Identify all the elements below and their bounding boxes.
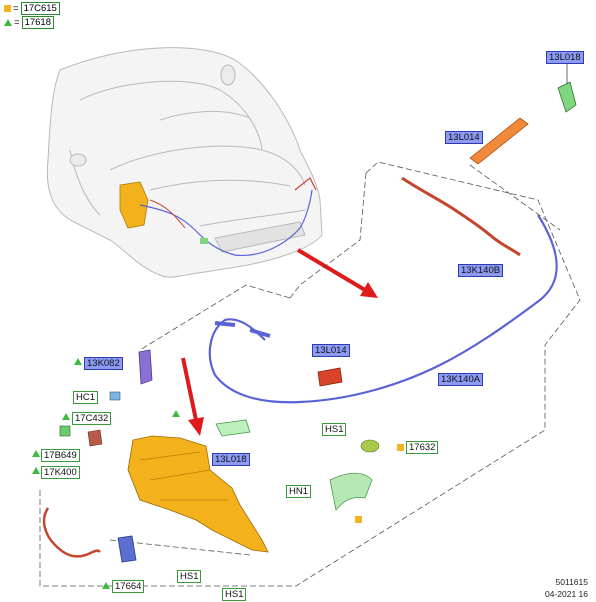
label-13L018-top: 13L018 — [546, 51, 584, 64]
sensor-17C432 — [59, 425, 103, 447]
triangle-marker-icon — [172, 410, 180, 417]
document-id: 5011615 — [555, 577, 588, 587]
label-HS1-right: HS1 — [322, 423, 347, 436]
callout-arrows — [181, 248, 378, 436]
label-17B649: 17B649 — [41, 449, 80, 462]
document-date: 04-2021 16 — [544, 589, 588, 599]
label-HC1: HC1 — [73, 391, 99, 404]
legend-equals: = — [13, 3, 19, 14]
rear-nozzle-assembly — [469, 64, 577, 165]
label-HS1-a: HS1 — [177, 570, 202, 583]
label-13K140B: 13K140B — [458, 264, 504, 277]
triangle-marker-icon — [32, 467, 40, 474]
mid-nozzle-13L014 — [317, 367, 343, 387]
square-marker-icon — [397, 444, 404, 451]
washer-pump-17664 — [117, 535, 137, 563]
triangle-marker-icon — [62, 413, 70, 420]
legend-equals: = — [14, 17, 20, 28]
label-13L018-bottom: 13L018 — [212, 453, 250, 466]
grommet-HC1 — [109, 391, 121, 401]
hose-13K140B — [401, 176, 521, 257]
square-marker-icon — [355, 516, 362, 523]
label-13L014-top: 13L014 — [445, 131, 483, 144]
hose-13K140A — [208, 214, 558, 404]
square-marker-icon — [4, 5, 11, 12]
label-HN1: HN1 — [286, 485, 312, 498]
legend-code-triangle: 17618 — [21, 16, 54, 29]
vehicle-washer-parts — [119, 177, 317, 257]
wiring-17K400 — [42, 507, 101, 558]
nozzle-13L018-lower — [215, 419, 251, 437]
hose-connector — [214, 321, 271, 338]
triangle-marker-icon — [32, 450, 40, 457]
label-17C432: 17C432 — [72, 412, 112, 425]
label-13K140A: 13K140A — [438, 373, 484, 386]
washer-pump-13K082 — [138, 349, 153, 385]
label-17K400: 17K400 — [41, 466, 80, 479]
triangle-marker-icon — [102, 582, 110, 589]
washer-reservoir — [127, 435, 269, 553]
label-17664: 17664 — [112, 580, 145, 593]
label-13K082: 13K082 — [84, 357, 123, 370]
filler-neck-17632 — [329, 439, 380, 511]
label-13L014-mid: 13L014 — [312, 344, 350, 357]
label-17632: 17632 — [406, 441, 439, 454]
legend-row-square: = 17C615 — [4, 2, 60, 15]
label-HS1-b: HS1 — [222, 588, 247, 601]
legend-code-square: 17C615 — [20, 2, 60, 15]
vehicle-illustration — [46, 47, 323, 278]
legend-row-triangle: = 17618 — [4, 16, 54, 29]
triangle-marker-icon — [4, 19, 12, 26]
triangle-marker-icon — [74, 358, 82, 365]
